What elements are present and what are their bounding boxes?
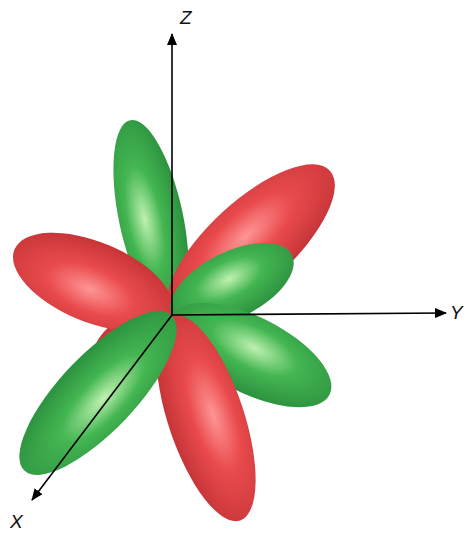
green-lobe — [0, 289, 199, 497]
axis-label: Z — [180, 8, 192, 27]
x-axis — [32, 315, 172, 500]
axis-label: Y — [450, 303, 463, 322]
axis-label: X — [10, 512, 23, 531]
y-axis — [172, 313, 446, 315]
z-axis — [171, 34, 173, 315]
